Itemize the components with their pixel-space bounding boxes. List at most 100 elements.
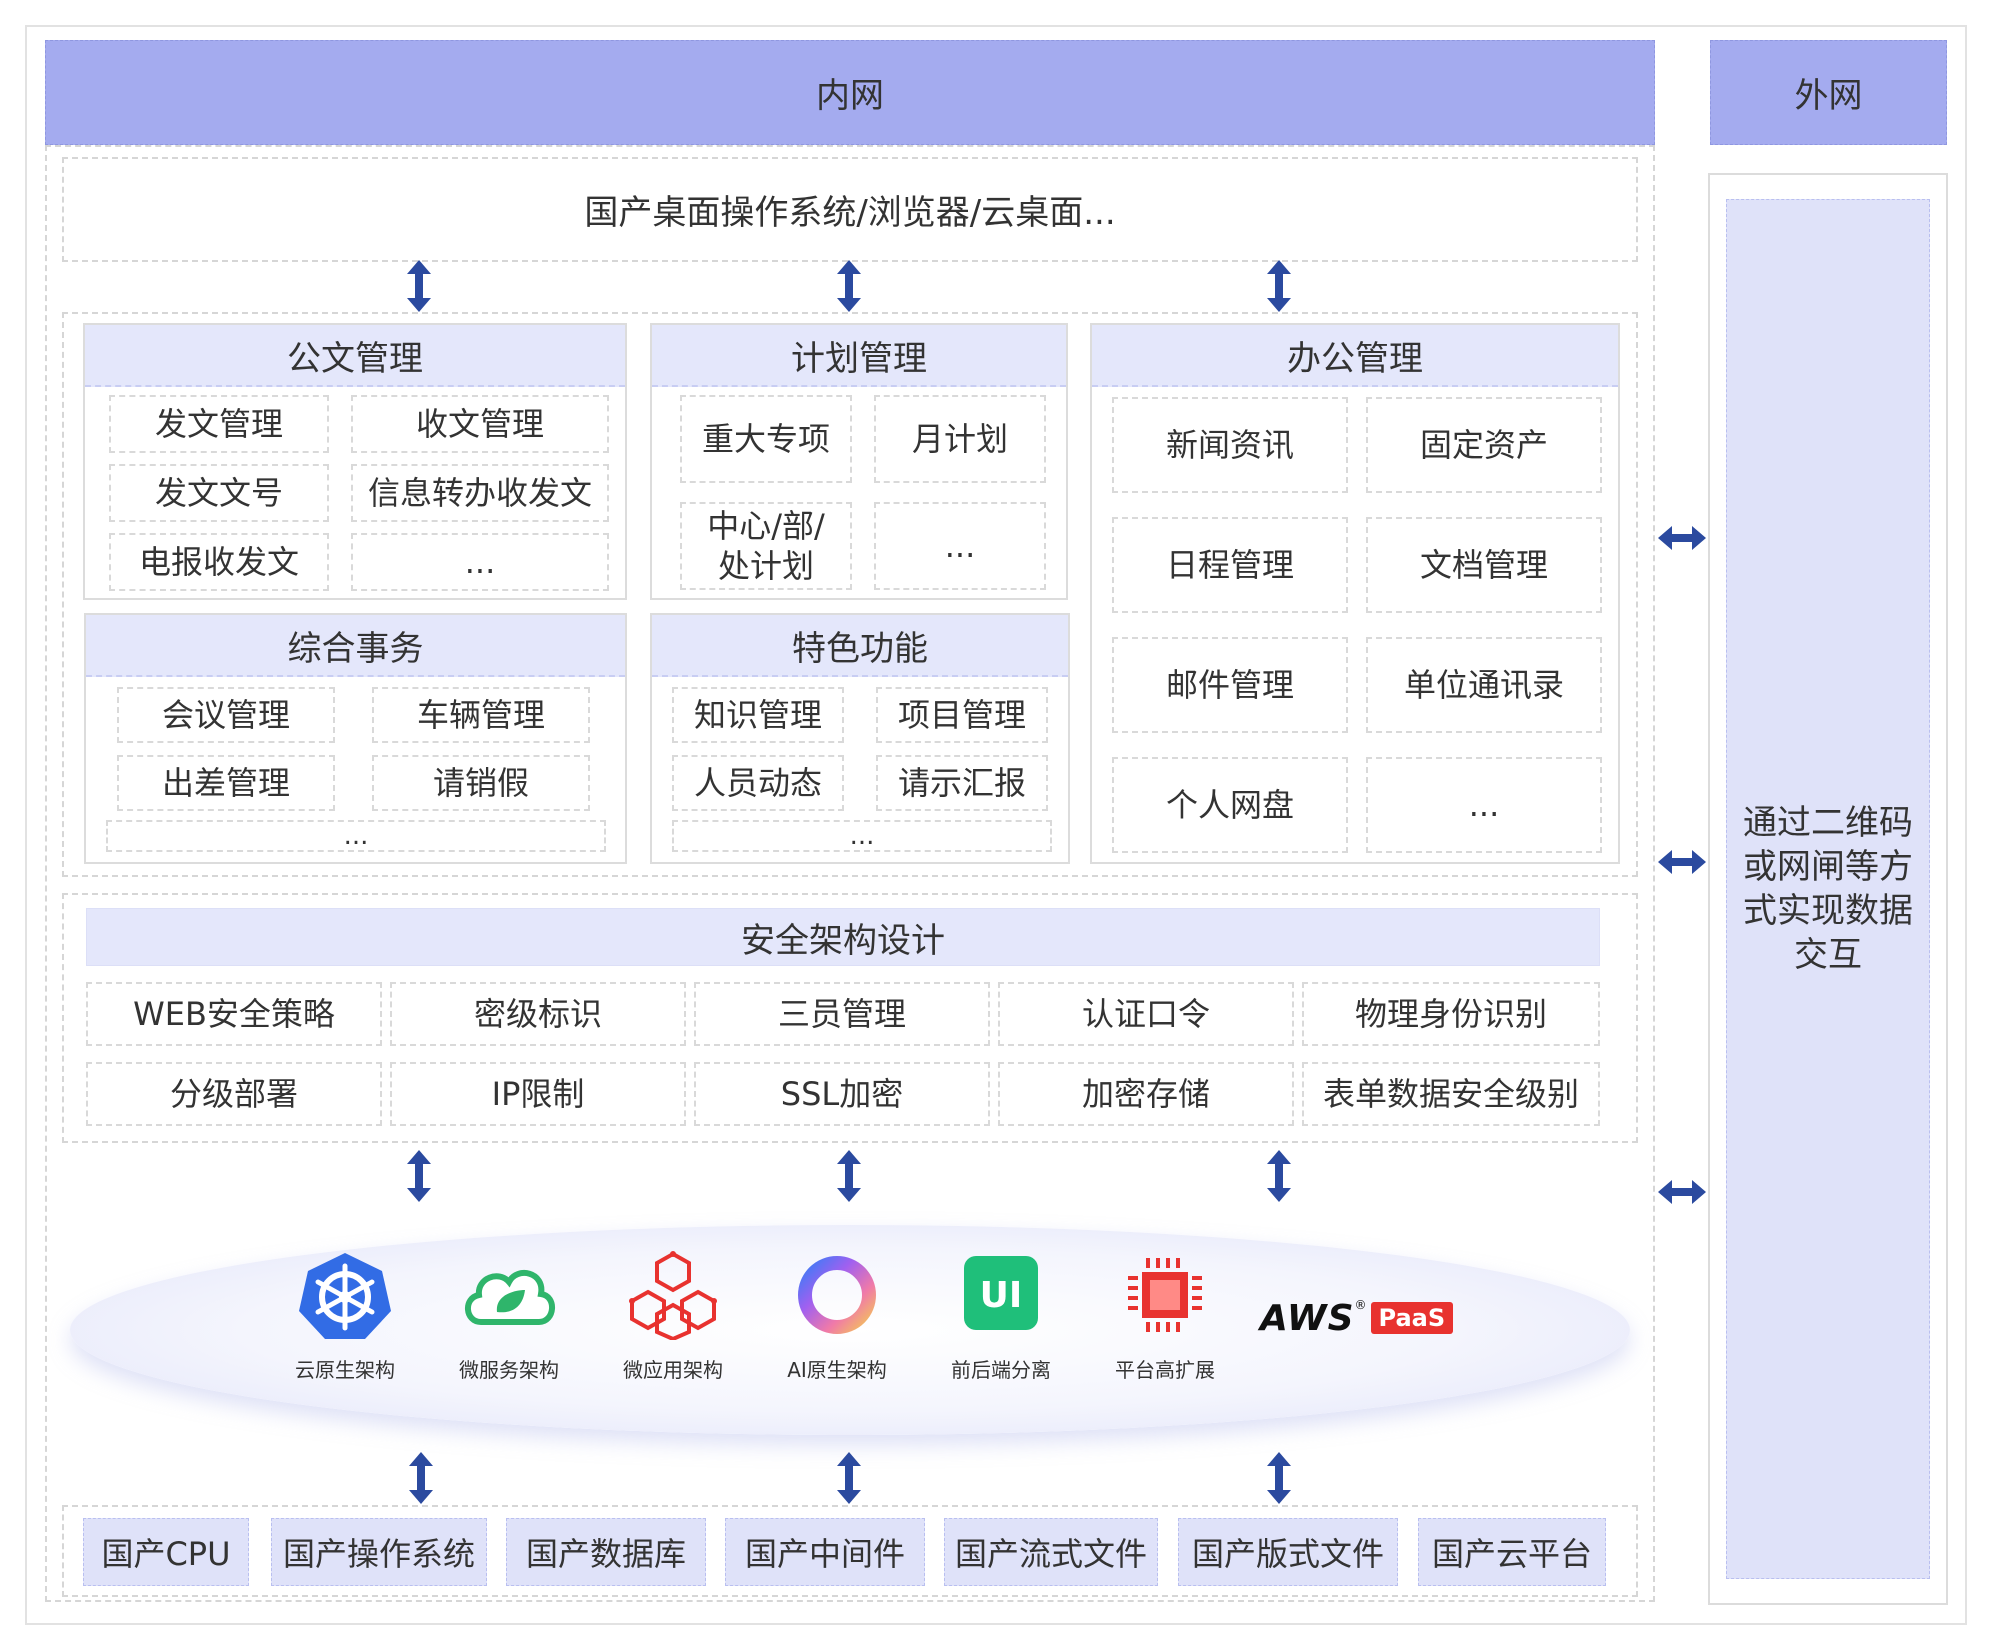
paas-badge: PaaS (1370, 1302, 1454, 1334)
module-item[interactable]: 月计划 (874, 395, 1046, 483)
module-zonghe-title: 综合事务 (86, 615, 625, 677)
desktop-os-text: 国产桌面操作系统/浏览器/云桌面... (584, 193, 1116, 233)
module-gongwen-title: 公文管理 (85, 325, 625, 387)
diagram-frame (25, 25, 1967, 1625)
security-item[interactable]: 表单数据安全级别 (1302, 1062, 1600, 1126)
module-item[interactable]: 车辆管理 (372, 687, 590, 743)
module-item[interactable]: 单位通讯录 (1366, 637, 1602, 733)
bidirectional-arrow-icon (1267, 1150, 1291, 1202)
module-item[interactable]: 会议管理 (117, 687, 335, 743)
security-item[interactable]: 密级标识 (390, 982, 686, 1046)
bidirectional-arrow-icon (407, 1150, 431, 1202)
module-jihua-title: 计划管理 (652, 325, 1066, 387)
aws-logo-text: AWS (1260, 1297, 1355, 1339)
module-zonghe: 综合事务 会议管理 车辆管理 出差管理 请销假 ... (84, 613, 627, 864)
extranet-title: 外网 (1794, 76, 1863, 116)
extranet-header: 外网 (1710, 40, 1947, 145)
security-item[interactable]: WEB安全策略 (86, 982, 382, 1046)
tech-ai-native: AI原生架构 (772, 1250, 902, 1383)
foundation-item[interactable]: 国产CPU (83, 1518, 249, 1586)
tech-label: 微应用架构 (623, 1358, 723, 1382)
security-item[interactable]: 分级部署 (86, 1062, 382, 1126)
tech-label: 前后端分离 (951, 1358, 1051, 1382)
module-item[interactable]: 文档管理 (1366, 517, 1602, 613)
intranet-column (45, 145, 1655, 1602)
module-item[interactable]: ... (874, 502, 1046, 590)
cubes-icon (629, 1251, 717, 1340)
module-item[interactable]: 请示汇报 (876, 755, 1048, 811)
desktop-os-layer: 国产桌面操作系统/浏览器/云桌面... (62, 157, 1638, 262)
bidirectional-arrow-icon (837, 1452, 861, 1504)
module-jihua: 计划管理 重大专项 月计划 中心/部/ 处计划 ... (650, 323, 1068, 600)
tech-label: 微服务架构 (459, 1358, 559, 1382)
module-item[interactable]: 个人网盘 (1112, 757, 1348, 853)
module-item[interactable]: 固定资产 (1366, 397, 1602, 493)
module-item[interactable]: 中心/部/ 处计划 (680, 502, 852, 590)
foundation-item[interactable]: 国产中间件 (725, 1518, 925, 1586)
bidirectional-arrow-icon (837, 1150, 861, 1202)
module-item[interactable]: 人员动态 (672, 755, 844, 811)
tech-extension: 平台高扩展 (1100, 1250, 1230, 1383)
foundation-item[interactable]: 国产云平台 (1418, 1518, 1606, 1586)
module-item[interactable]: 日程管理 (1112, 517, 1348, 613)
svg-text:UI: UI (980, 1275, 1023, 1316)
bidirectional-arrow-icon (407, 260, 431, 312)
module-tese-title: 特色功能 (652, 615, 1068, 677)
foundation-item[interactable]: 国产数据库 (506, 1518, 706, 1586)
security-item[interactable]: IP限制 (390, 1062, 686, 1126)
tech-label: 云原生架构 (295, 1358, 395, 1382)
module-item[interactable]: ... (1366, 757, 1602, 853)
module-item[interactable]: 知识管理 (672, 687, 844, 743)
module-item[interactable]: 出差管理 (117, 755, 335, 811)
foundation-item[interactable]: 国产操作系统 (271, 1518, 487, 1586)
tech-microservice: 微服务架构 (444, 1250, 574, 1383)
intranet-header: 内网 (45, 40, 1655, 145)
module-item[interactable]: 新闻资讯 (1112, 397, 1348, 493)
security-item[interactable]: 加密存储 (998, 1062, 1294, 1126)
module-gongwen: 公文管理 发文管理 收文管理 发文文号 信息转办收发文 电报收发文 ... (83, 323, 627, 600)
module-item[interactable]: ... (672, 820, 1052, 852)
module-item[interactable]: 信息转办收发文 (351, 464, 609, 522)
module-tese: 特色功能 知识管理 项目管理 人员动态 请示汇报 ... (650, 613, 1070, 864)
aws-paas-logo: AWS ® PaaS (1260, 1296, 1470, 1340)
tech-frontend-backend: UI 前后端分离 (936, 1250, 1066, 1383)
security-item[interactable]: 认证口令 (998, 982, 1294, 1046)
aws-reg-mark: ® (1354, 1298, 1367, 1312)
extranet-panel: 通过二维码或网闸等方式实现数据交互 (1726, 199, 1930, 1579)
module-item[interactable]: 发文管理 (109, 395, 329, 453)
security-title: 安全架构设计 (86, 908, 1600, 966)
module-item[interactable]: 项目管理 (876, 687, 1048, 743)
kubernetes-icon (299, 1253, 391, 1339)
module-item[interactable]: 发文文号 (109, 464, 329, 522)
module-bangong: 办公管理 新闻资讯 固定资产 日程管理 文档管理 邮件管理 单位通讯录 个人网盘… (1090, 323, 1620, 864)
bidirectional-arrow-icon (409, 1452, 433, 1504)
foundation-item[interactable]: 国产流式文件 (944, 1518, 1158, 1586)
module-item[interactable]: ... (106, 820, 606, 852)
horizontal-arrow-icon (1658, 850, 1706, 874)
tech-cloud-native: 云原生架构 (280, 1250, 410, 1383)
bidirectional-arrow-icon (1267, 260, 1291, 312)
module-item[interactable]: 请销假 (372, 755, 590, 811)
horizontal-arrow-icon (1658, 526, 1706, 550)
module-item[interactable]: 收文管理 (351, 395, 609, 453)
tech-micro-app: 微应用架构 (608, 1250, 738, 1383)
module-item[interactable]: ... (351, 533, 609, 591)
bidirectional-arrow-icon (1267, 1452, 1291, 1504)
security-item[interactable]: SSL加密 (694, 1062, 990, 1126)
security-item[interactable]: 三员管理 (694, 982, 990, 1046)
module-item[interactable]: 电报收发文 (109, 533, 329, 591)
spring-cloud-icon (465, 1270, 555, 1325)
extranet-description: 通过二维码或网闸等方式实现数据交互 (1743, 803, 1913, 975)
tech-label: AI原生架构 (787, 1358, 887, 1382)
ai-ring-icon (798, 1256, 876, 1334)
bidirectional-arrow-icon (837, 260, 861, 312)
chip-icon (1128, 1258, 1202, 1332)
extranet-column (1708, 173, 1948, 1605)
foundation-item[interactable]: 国产版式文件 (1178, 1518, 1398, 1586)
module-item[interactable]: 邮件管理 (1112, 637, 1348, 733)
tech-label: 平台高扩展 (1115, 1358, 1215, 1382)
horizontal-arrow-icon (1658, 1180, 1706, 1204)
security-item[interactable]: 物理身份识别 (1302, 982, 1600, 1046)
module-bangong-title: 办公管理 (1092, 325, 1618, 387)
module-item[interactable]: 重大专项 (680, 395, 852, 483)
